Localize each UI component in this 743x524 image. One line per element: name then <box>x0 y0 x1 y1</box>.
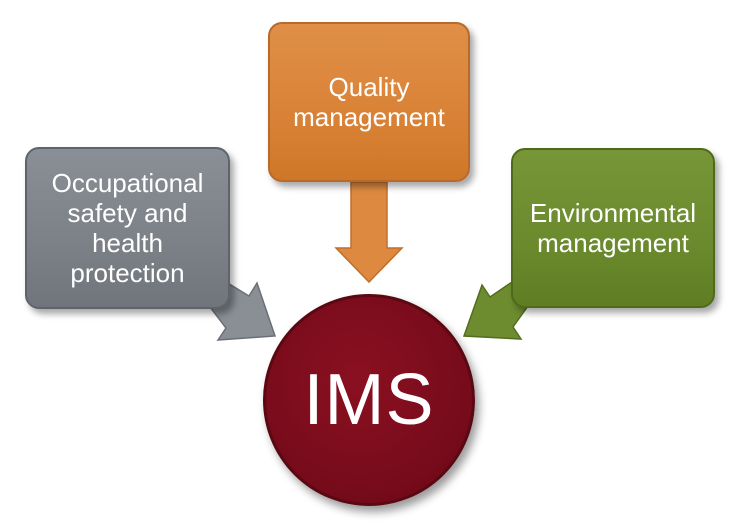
ohs-line-4: protection <box>70 258 185 288</box>
ohs-line-2: safety and <box>67 198 188 228</box>
ims-center-circle: IMS <box>263 294 475 506</box>
environmental-management-box: Environmental management <box>511 148 715 308</box>
ohs-line-3: health <box>92 228 163 258</box>
ims-label: IMS <box>303 360 435 440</box>
env-line-2: management <box>537 228 689 258</box>
quality-line-2: management <box>293 102 445 132</box>
occupational-safety-box: Occupational safety and health protectio… <box>25 147 230 309</box>
quality-management-box: Quality management <box>268 22 470 182</box>
arrow-quality-to-ims <box>334 181 404 284</box>
ohs-line-1: Occupational <box>51 168 204 198</box>
env-line-1: Environmental <box>529 198 697 228</box>
quality-line-1: Quality <box>328 72 410 102</box>
